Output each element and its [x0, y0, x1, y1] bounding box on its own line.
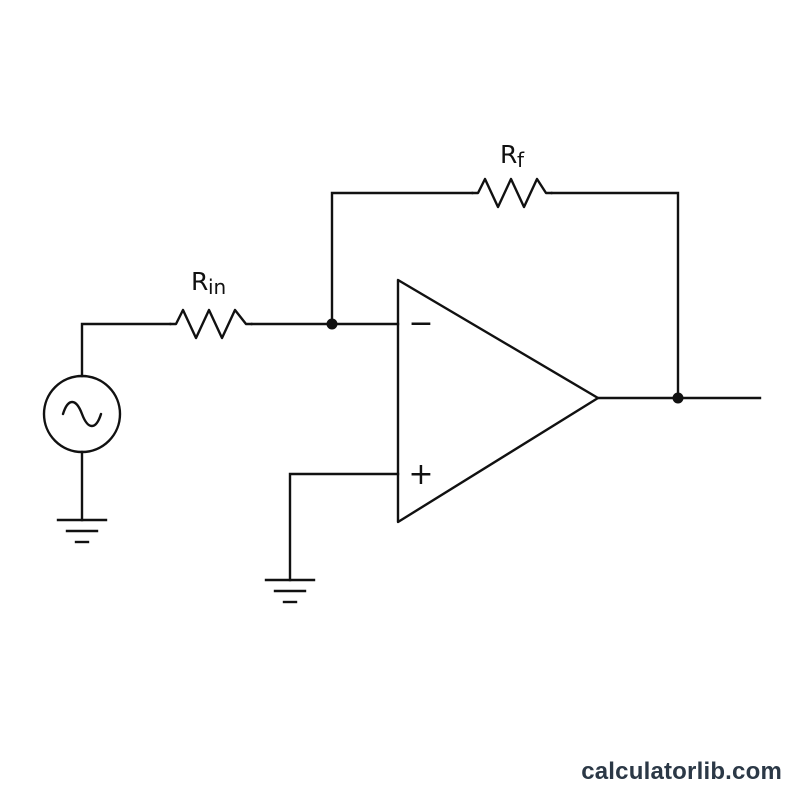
ground-icon	[56, 518, 108, 544]
wire-noninverting-to-ground	[288, 472, 400, 582]
resistor-in	[168, 308, 254, 340]
inverting-input-symbol: −	[408, 306, 433, 341]
resistor-f	[470, 177, 554, 209]
label-r-in: R in	[191, 267, 226, 299]
wire-source-to-rin	[80, 322, 172, 378]
wire-feedback-left	[330, 191, 474, 326]
watermark: calculatorlib.com	[581, 758, 782, 785]
ground-icon	[264, 578, 316, 604]
junction-dot-inverting-node	[326, 318, 338, 330]
label-r-f: R f	[500, 140, 525, 172]
wires	[80, 191, 762, 582]
noninverting-input-symbol: +	[408, 457, 433, 492]
op-amp	[396, 278, 600, 524]
wire-feedback-right	[550, 191, 680, 400]
label-r-in-subscript: in	[208, 275, 226, 299]
label-r-in-letter: R	[191, 267, 208, 296]
junction-dot-output-node	[672, 392, 684, 404]
label-r-f-subscript: f	[517, 148, 525, 172]
ac-voltage-source-icon	[42, 374, 122, 454]
label-r-f-letter: R	[500, 140, 517, 169]
